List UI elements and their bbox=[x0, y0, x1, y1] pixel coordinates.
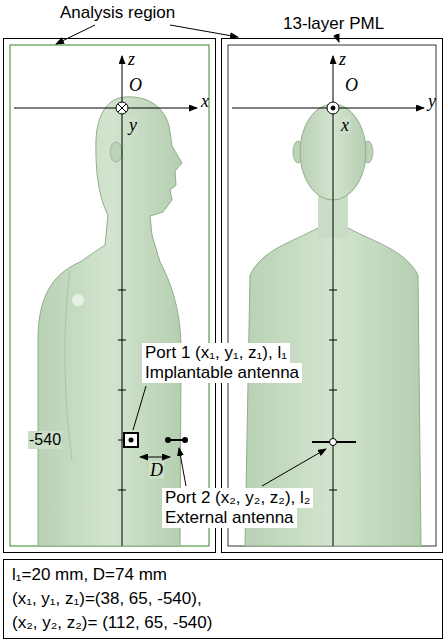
body-side-view bbox=[38, 97, 182, 546]
dimension-label: -540 bbox=[28, 431, 62, 449]
region-label: Analysis region bbox=[60, 3, 175, 23]
port-label: Port 2 (x₂, y₂, z₂), l₂ bbox=[162, 488, 313, 508]
parameter-text: (x₁, y₁, z₁)=(38, 65, -540), bbox=[12, 587, 434, 611]
dimension-arrow bbox=[140, 457, 170, 458]
port-label: Port 1 (x₁, y₁, z₁), l₁ bbox=[142, 343, 290, 363]
axis-label: x bbox=[340, 116, 350, 134]
dimension-label: D bbox=[149, 461, 164, 479]
analysis-region-inner bbox=[228, 45, 436, 546]
axis-label: z bbox=[339, 50, 346, 68]
parameter-box: l₁=20 mm, D=74 mm(x₁, y₁, z₁)=(38, 65, -… bbox=[3, 559, 443, 639]
analysis-panel: zOy x bbox=[221, 38, 443, 553]
axis-label: x bbox=[201, 92, 209, 110]
external-antenna-symbol bbox=[165, 437, 356, 446]
analysis-panel: zOx y -540D bbox=[3, 38, 216, 553]
parameter-text: (x₂, y₂, z₂)= (112, 65, -540) bbox=[12, 611, 434, 635]
analysis-region-inner bbox=[10, 45, 209, 546]
origin-label: O bbox=[129, 76, 142, 94]
coordinate-axes bbox=[232, 56, 424, 546]
leader-lines bbox=[56, 25, 339, 486]
axis-label: z bbox=[128, 50, 135, 68]
port-label: External antenna bbox=[162, 508, 297, 528]
axis-label: y bbox=[128, 116, 138, 134]
parameter-text: l₁=20 mm, D=74 mm bbox=[12, 563, 434, 587]
axis-label: y bbox=[428, 92, 436, 110]
origin-label: O bbox=[345, 76, 358, 94]
port-label: Implantable antenna bbox=[142, 363, 302, 383]
implant-antenna-symbol bbox=[124, 433, 138, 447]
region-label: 13-layer PML bbox=[283, 14, 384, 34]
coordinate-axes bbox=[14, 56, 197, 546]
